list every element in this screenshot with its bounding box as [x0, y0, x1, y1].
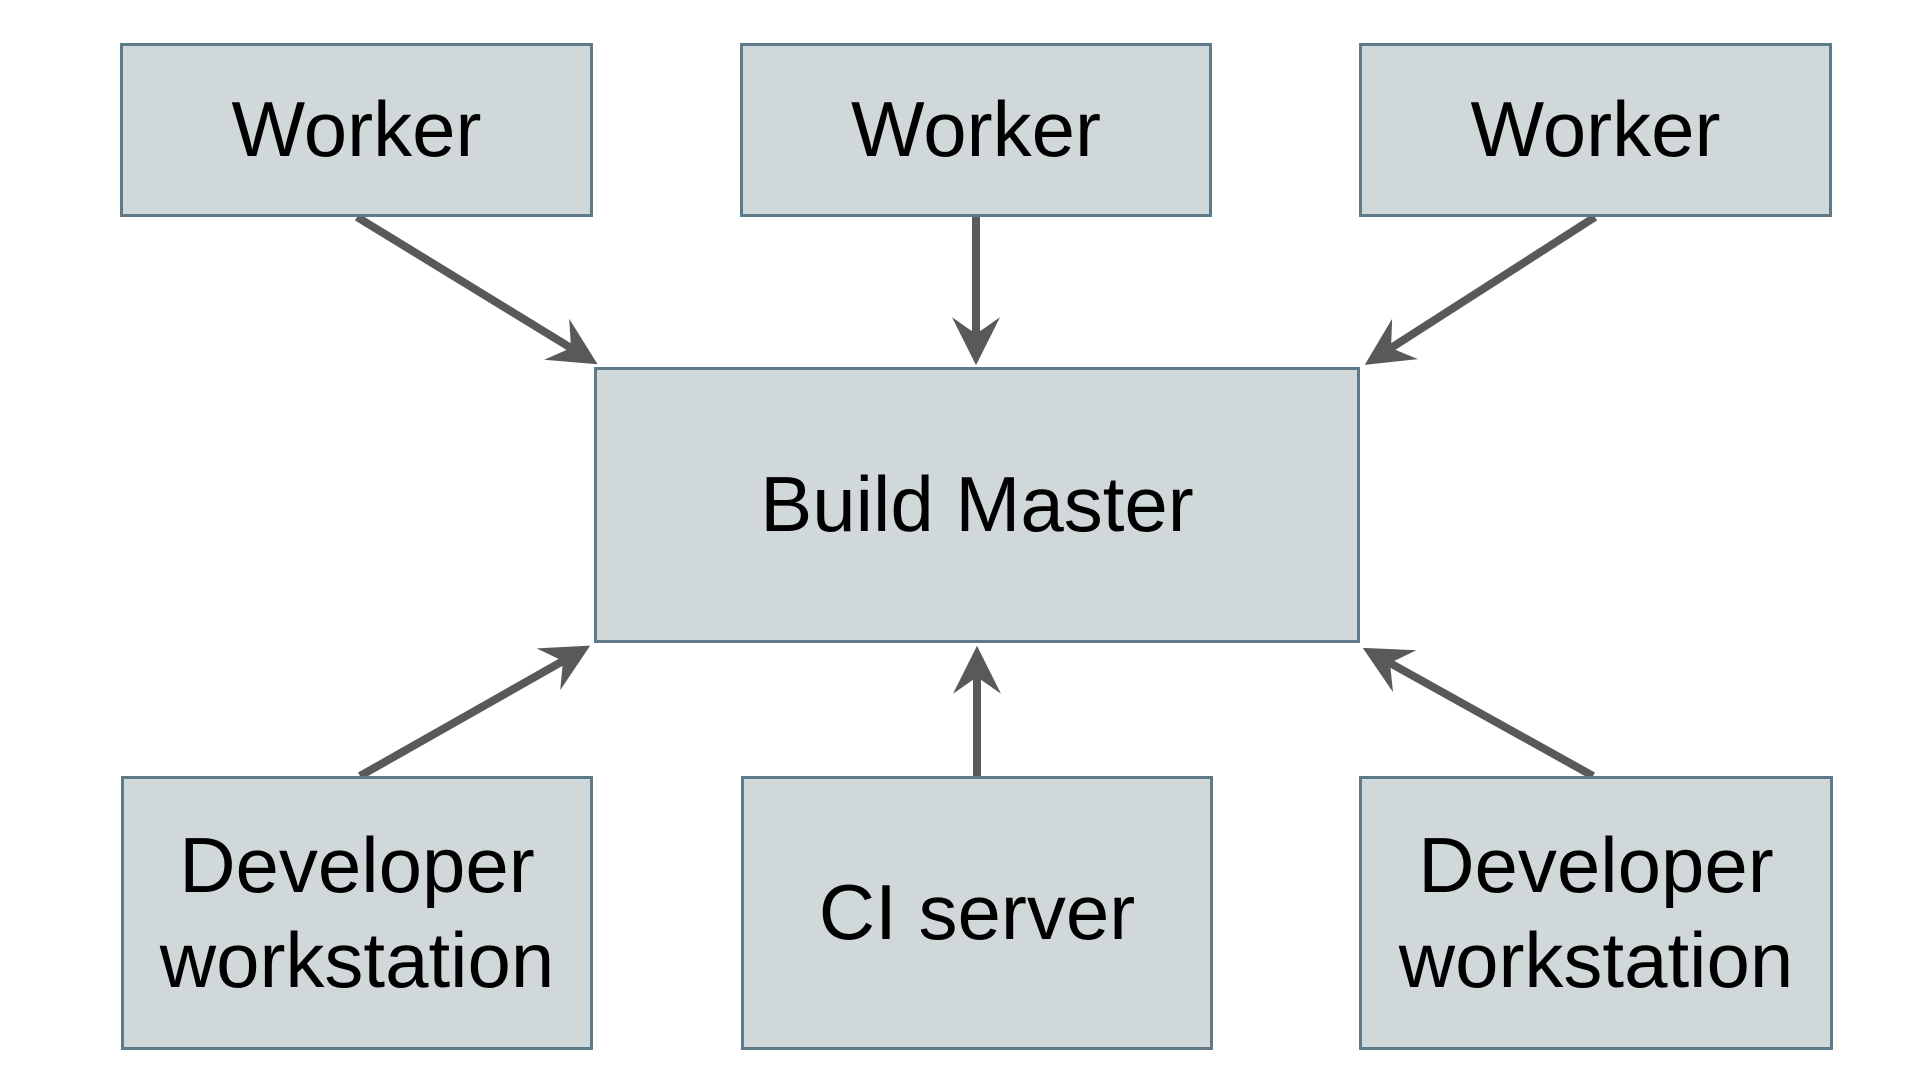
- arrow-dev-left-to-build-master: [358, 645, 591, 780]
- node-developer-workstation-right-label: Developer workstation: [1398, 820, 1794, 1004]
- node-developer-workstation-left-label: Developer workstation: [159, 820, 555, 1004]
- node-build-master-label: Build Master: [760, 460, 1194, 549]
- node-developer-workstation-right: Developer workstation: [1359, 776, 1833, 1050]
- node-worker-3: Worker: [1359, 43, 1832, 217]
- node-developer-workstation-left: Developer workstation: [121, 776, 593, 1050]
- node-worker-2: Worker: [740, 43, 1212, 217]
- node-worker-1-label: Worker: [231, 85, 482, 174]
- arrow-worker1-to-build-master: [354, 213, 598, 365]
- arrow-worker3-to-build-master: [1364, 213, 1598, 365]
- node-worker-2-label: Worker: [851, 85, 1101, 174]
- node-ci-server: CI server: [741, 776, 1213, 1050]
- node-worker-3-label: Worker: [1470, 85, 1721, 174]
- node-worker-1: Worker: [120, 43, 593, 217]
- node-build-master: Build Master: [594, 367, 1360, 643]
- arrow-dev-right-to-build-master: [1362, 647, 1595, 780]
- node-ci-server-label: CI server: [818, 868, 1136, 957]
